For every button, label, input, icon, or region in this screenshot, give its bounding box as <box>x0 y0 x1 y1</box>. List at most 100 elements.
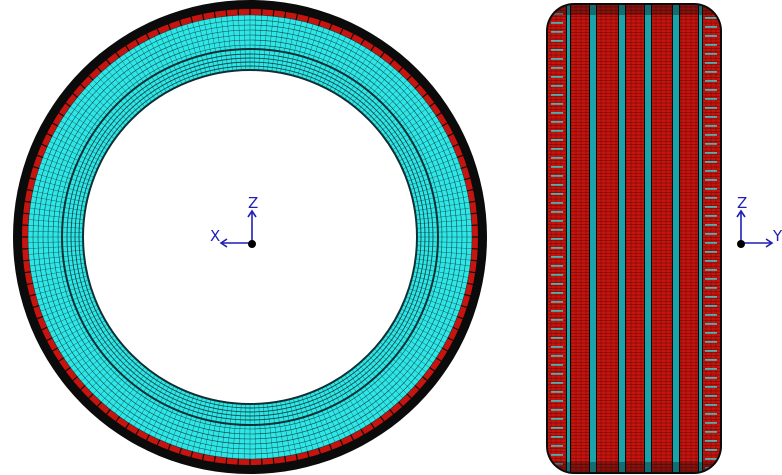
radial-mesh-line <box>371 352 412 390</box>
radial-mesh-line <box>380 97 423 132</box>
right-shoulder-sipe <box>705 170 717 172</box>
radial-mesh-line <box>29 258 84 267</box>
radial-mesh-line <box>377 345 419 382</box>
left-shoulder-sipe <box>551 373 563 375</box>
belt-tick <box>441 347 448 352</box>
radial-mesh-line <box>149 386 174 435</box>
right-shoulder-sipe <box>705 215 717 217</box>
belt-tick <box>435 112 442 117</box>
belt-tick <box>295 454 298 461</box>
belt-tick <box>80 385 86 391</box>
belt-tick <box>135 39 140 46</box>
right-shoulder-sipe <box>705 260 717 262</box>
radial-mesh-line <box>258 404 262 459</box>
radial-mesh-line <box>110 367 145 410</box>
radial-mesh-line <box>417 249 472 255</box>
radial-mesh-line <box>271 16 280 71</box>
radial-mesh-line <box>362 361 399 403</box>
left-shoulder-sipe <box>551 445 563 447</box>
radial-mesh-line <box>54 130 103 158</box>
radial-mesh-line <box>271 403 280 458</box>
radial-mesh-line <box>329 41 357 90</box>
belt-tick <box>156 439 161 446</box>
radial-mesh-line <box>63 115 110 146</box>
circumferential-mesh-ring <box>66 53 434 421</box>
sidewall-circumferential-mesh <box>27 14 473 460</box>
right-shoulder-sipe <box>705 80 717 82</box>
radial-mesh-line <box>368 355 408 395</box>
belt-tick <box>41 326 48 331</box>
radial-mesh-line <box>133 47 163 94</box>
radial-mesh-line <box>276 17 285 72</box>
radial-mesh-line <box>390 328 437 359</box>
radial-mesh-line <box>28 219 83 225</box>
belt-tick <box>106 59 111 65</box>
belt-tick <box>26 282 33 285</box>
right-shoulder-sipe <box>705 107 717 109</box>
radial-mesh-line <box>47 146 97 169</box>
radial-mesh-line <box>105 68 142 110</box>
left-shoulder-sipe <box>551 400 563 402</box>
radial-mesh-line <box>49 309 99 333</box>
belt-tick <box>272 10 275 17</box>
radial-mesh-line <box>358 364 395 406</box>
radial-mesh-line <box>383 339 427 373</box>
left-shoulder-sipe <box>551 355 563 357</box>
radial-mesh-line <box>258 15 262 70</box>
left-shoulder-sipe <box>551 265 563 267</box>
radial-mesh-line <box>417 254 471 261</box>
y-axis-label: Y <box>772 227 782 245</box>
radial-mesh-line <box>365 75 403 116</box>
radial-mesh-line <box>412 179 465 194</box>
left-shoulder-sipe <box>551 409 563 411</box>
radial-mesh-line <box>284 401 297 455</box>
radial-mesh-line <box>159 390 182 440</box>
right-shoulder-sipe <box>705 431 717 433</box>
radial-mesh-line <box>401 309 451 333</box>
radial-mesh-line <box>348 57 381 102</box>
circumferential-mesh-ring <box>47 34 453 440</box>
tread-groove <box>567 5 570 472</box>
radial-mesh-line <box>203 401 216 455</box>
radial-mesh-line <box>159 34 182 84</box>
radial-mesh-line <box>262 404 268 459</box>
radial-mesh-line <box>77 342 120 377</box>
radial-mesh-line <box>309 29 330 81</box>
radial-mesh-line <box>390 115 437 146</box>
belt-tick <box>467 282 474 285</box>
belt-tick <box>414 83 420 89</box>
radial-mesh-line <box>413 276 466 290</box>
z-axis-label: Z <box>248 194 258 212</box>
radial-mesh-line <box>352 370 386 414</box>
left-shoulder-sipe <box>551 103 563 105</box>
radial-mesh-line <box>220 16 229 71</box>
belt-tick <box>213 11 216 18</box>
x-axis-label: X <box>210 227 220 245</box>
radial-mesh-line <box>32 271 86 284</box>
radial-mesh-line <box>73 101 117 135</box>
z-axis-arrowhead <box>247 209 257 218</box>
left-shoulder-sipe <box>551 418 563 420</box>
belt-tick <box>452 326 459 331</box>
z-axis-label: Z <box>737 194 747 212</box>
radial-mesh-line <box>38 288 91 306</box>
radial-mesh-line <box>412 280 465 295</box>
radial-mesh-line <box>238 15 242 70</box>
radial-mesh-line <box>42 296 94 317</box>
radial-mesh-line <box>243 404 246 459</box>
radial-mesh-line <box>47 305 97 328</box>
left-shoulder-sipe <box>551 454 563 456</box>
belt-tick <box>457 154 464 159</box>
left-shoulder-sipe <box>551 31 563 33</box>
belt-tick <box>422 93 428 98</box>
belt-tick <box>398 67 404 73</box>
radial-mesh-line <box>232 404 238 459</box>
belt-tick <box>406 393 412 399</box>
belt-tick <box>370 422 375 429</box>
circumferential-mesh-ring <box>57 44 443 430</box>
radial-mesh-line <box>243 15 246 70</box>
tread-red-base <box>548 5 720 472</box>
left-shoulder-sipe <box>551 130 563 132</box>
belt-tick <box>360 39 365 46</box>
radial-mesh-line <box>352 60 386 104</box>
